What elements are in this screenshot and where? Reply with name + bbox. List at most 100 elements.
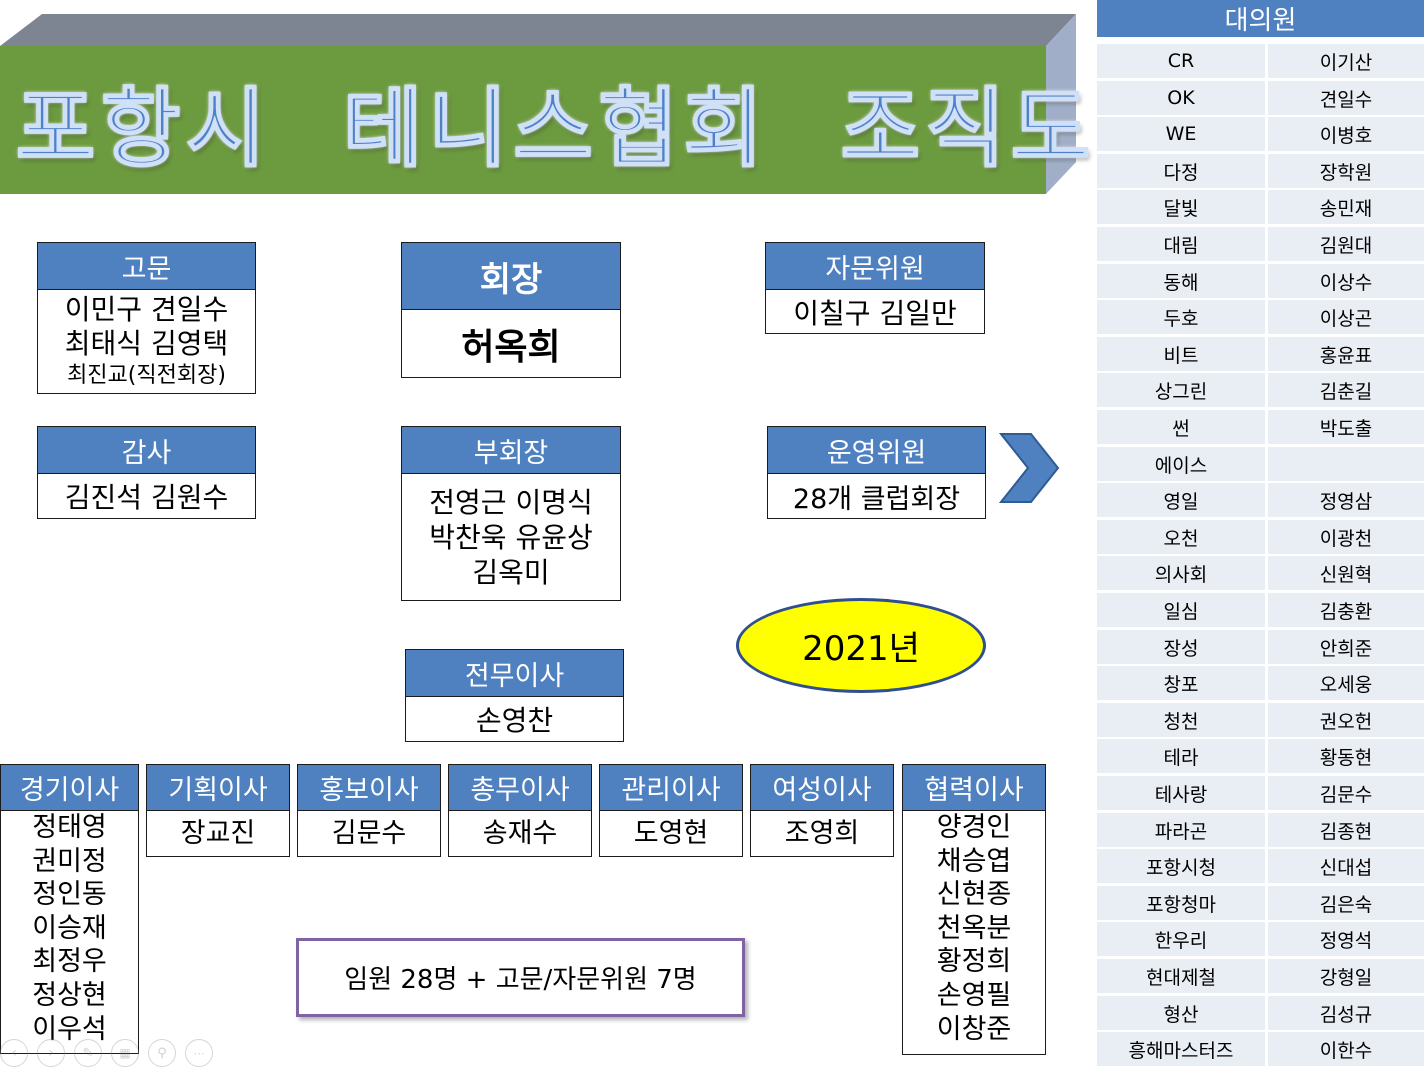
consultant-box: 자문위원 이칠구 김일만 [765,242,985,334]
director-member: 장교진 [180,817,256,849]
director-header: 기획이사 [147,765,289,811]
director-member: 채승엽 [936,845,1012,877]
delegate-name: 오세웅 [1268,666,1424,700]
delegate-club: 테라 [1097,739,1265,773]
operating-committee-box: 운영위원 28개 클럽회장 [767,426,986,519]
director-member: 정인동 [32,879,107,911]
delegate-name: 김종현 [1268,813,1424,847]
executive-director-box: 전무이사 손영찬 [405,649,624,742]
delegate-club: 테사랑 [1097,776,1265,810]
delegate-club: 상그린 [1097,373,1265,407]
director-body: 도영현 [600,811,742,856]
director-member: 이창준 [936,1013,1012,1045]
delegate-name: 김문수 [1268,776,1424,810]
banner-side-face [1046,14,1076,194]
delegate-club: 포항시청 [1097,849,1265,883]
consultant-body: 이칠구 김일만 [766,290,984,333]
president-header: 회장 [402,243,620,310]
advisor-box: 고문 이민구 견일수 최태식 김영택 최진교(직전회장) [37,242,256,394]
next-slide-icon[interactable]: › [37,1039,65,1067]
delegate-name: 신대섭 [1268,849,1424,883]
vice-president-box: 부회장 전영근 이명식 박찬욱 유윤상 김옥미 [401,426,621,601]
delegate-name: 견일수 [1268,81,1424,115]
summary-box: 임원 28명 + 고문/자문위원 7명 [296,938,745,1017]
vice-president-line: 전영근 이명식 [429,485,593,519]
director-header: 경기이사 [1,765,138,811]
director-body: 양경인 채승엽 신현종 천옥분 황정희 손영필 이창준 [903,811,1045,1046]
director-member: 신현종 [936,879,1012,911]
delegate-name: 송민재 [1268,190,1424,224]
delegate-club: 두호 [1097,300,1265,334]
director-box-planning: 기획이사 장교진 [146,764,290,857]
slides-icon[interactable]: ▦ [111,1039,139,1067]
advisor-line: 최진교(직전회장) [67,362,226,388]
delegate-name: 김원대 [1268,227,1424,261]
auditor-line: 김진석 김원수 [64,481,229,514]
delegate-club: 에이스 [1097,447,1265,481]
delegate-club: 파라곤 [1097,813,1265,847]
delegate-club: OK [1097,81,1265,115]
delegate-club: 청천 [1097,703,1265,737]
executive-director-line: 손영찬 [475,704,554,737]
delegate-club: 형산 [1097,996,1265,1030]
director-member: 최정우 [32,946,107,978]
delegate-name [1268,447,1424,481]
delegate-name: 강형일 [1268,959,1424,993]
delegate-name: 김성규 [1268,996,1424,1030]
summary-text: 임원 28명 + 고문/자문위원 7명 [344,965,697,995]
delegate-name: 장학원 [1268,154,1424,188]
year-badge: 2021년 [736,598,986,693]
director-header: 총무이사 [449,765,591,811]
director-member: 송재수 [482,817,558,849]
delegate-name: 박도출 [1268,410,1424,444]
year-badge-text: 2021년 [802,629,920,669]
president-name: 허옥희 [461,326,561,368]
banner-top-face [0,14,1076,46]
director-body: 장교진 [147,811,289,856]
director-box-competition: 경기이사 정태영 권미정 정인동 이승재 최정우 정상현 이우석 [0,764,139,1054]
delegate-club: 동해 [1097,264,1265,298]
director-header: 홍보이사 [298,765,440,811]
delegate-club: 일심 [1097,593,1265,627]
director-header: 관리이사 [600,765,742,811]
director-body: 송재수 [449,811,591,856]
delegate-name: 김은숙 [1268,886,1424,920]
vice-president-header: 부회장 [402,427,620,474]
auditor-box: 감사 김진석 김원수 [37,426,256,519]
title-banner [0,46,1046,194]
delegate-name: 홍윤표 [1268,337,1424,371]
director-body: 김문수 [298,811,440,856]
prev-slide-icon[interactable]: ‹ [0,1039,28,1067]
director-box-cooperation: 협력이사 양경인 채승엽 신현종 천옥분 황정희 손영필 이창준 [902,764,1046,1055]
delegate-club: 썬 [1097,410,1265,444]
delegate-name: 이상곤 [1268,300,1424,334]
advisor-line: 이민구 견일수 [64,292,229,326]
delegate-name: 정영석 [1268,922,1424,956]
delegates-header: 대의원 [1097,0,1424,37]
delegate-club: 한우리 [1097,922,1265,956]
zoom-icon[interactable]: ⚲ [148,1039,176,1067]
operating-committee-header: 운영위원 [768,427,985,474]
delegate-name: 권오헌 [1268,703,1424,737]
director-header: 협력이사 [903,765,1045,811]
delegate-club: 비트 [1097,337,1265,371]
delegate-name: 황동현 [1268,739,1424,773]
more-icon[interactable]: ⋯ [185,1039,213,1067]
auditor-body: 김진석 김원수 [38,474,255,518]
pen-icon[interactable]: ✎ [74,1039,102,1067]
vice-president-line: 김옥미 [472,555,550,589]
delegate-name: 이상수 [1268,264,1424,298]
